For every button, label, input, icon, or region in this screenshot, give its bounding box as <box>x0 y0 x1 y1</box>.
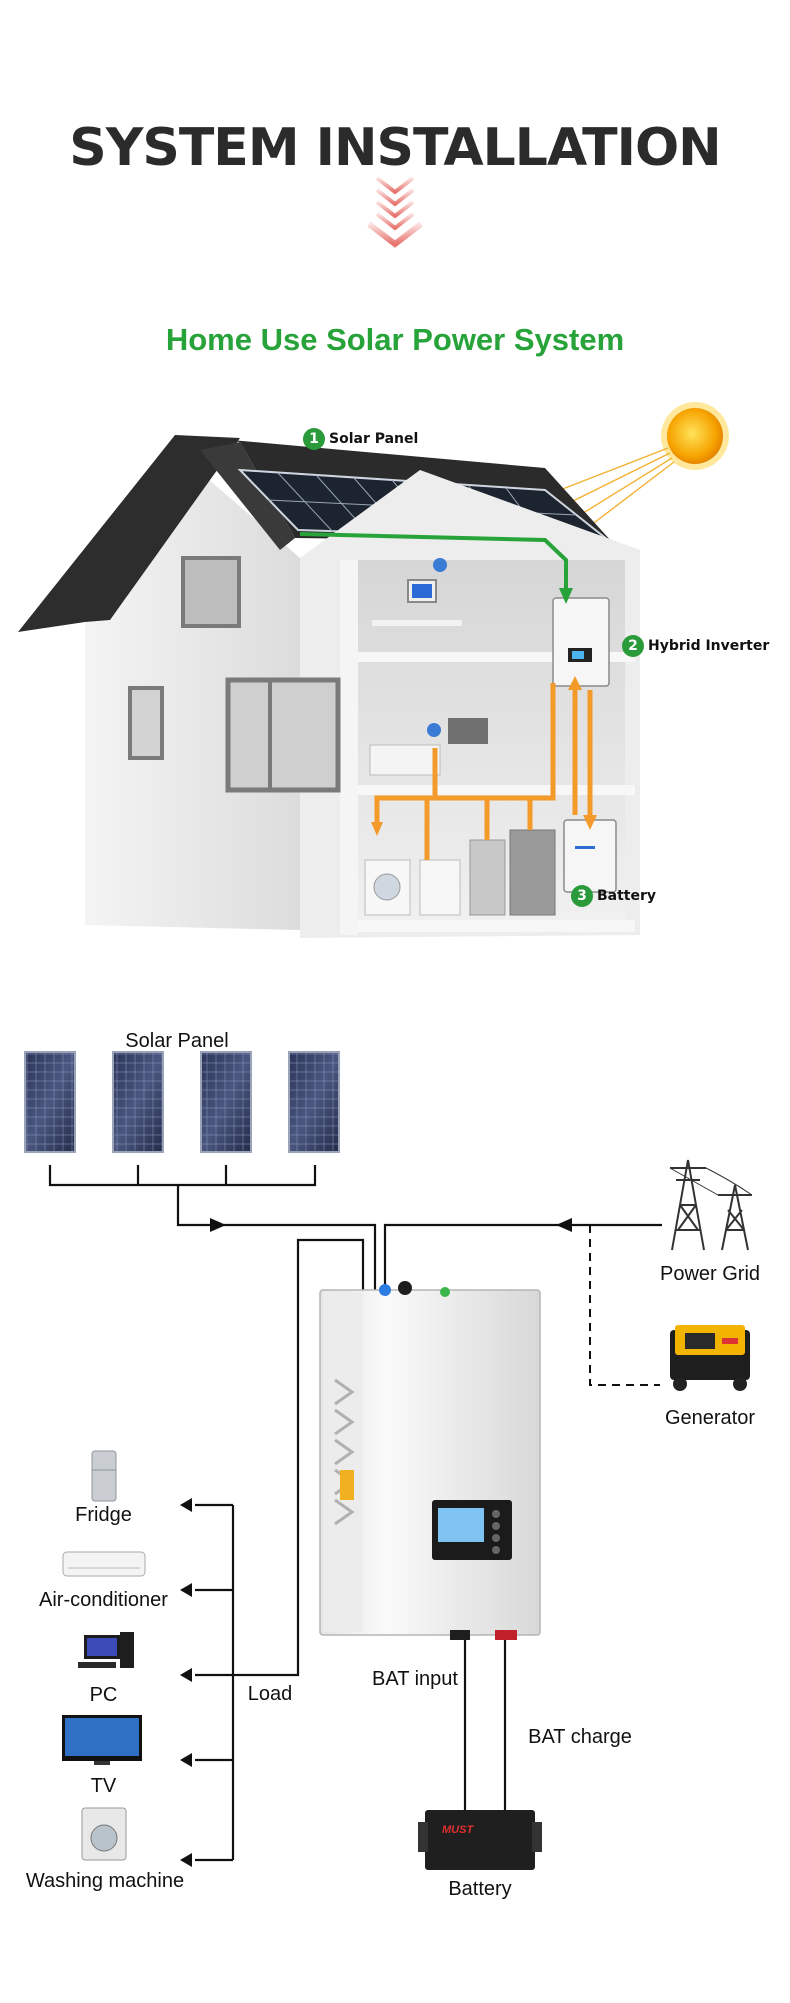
label-tv: TV <box>90 1775 117 1797</box>
label-load: Load <box>247 1683 293 1705</box>
label-fridge: Fridge <box>75 1504 132 1526</box>
power-grid-icon <box>669 1159 753 1251</box>
label-solar-panel: Solar Panel <box>125 1030 229 1052</box>
chevron-down-icon <box>367 176 423 248</box>
label-pc: PC <box>89 1684 118 1706</box>
pc-icon <box>78 1632 134 1668</box>
wiring-diagram: MUST <box>24 1051 753 1870</box>
air-conditioner-icon <box>62 1551 146 1577</box>
hybrid-inverter-icon <box>552 597 610 687</box>
solar-panel-array <box>24 1051 340 1153</box>
battery-icon: MUST <box>418 1810 542 1870</box>
label-generator: Generator <box>664 1407 756 1429</box>
battery-brand: MUST <box>442 1824 474 1836</box>
fridge-icon <box>91 1450 117 1502</box>
label-bat-charge: BAT charge <box>528 1726 632 1748</box>
label-power-grid: Power Grid <box>659 1263 761 1285</box>
callout-label: Battery <box>597 888 657 904</box>
callout-number: 3 <box>571 885 593 907</box>
page-title: SYSTEM INSTALLATION <box>69 118 721 178</box>
callout-solar-panel: 1 Solar Panel <box>303 428 418 450</box>
house-illustration <box>18 402 729 938</box>
label-bat-input: BAT input <box>372 1668 458 1690</box>
callout-number: 1 <box>303 428 325 450</box>
label-washing-machine: Washing machine <box>25 1870 185 1892</box>
inverter-unit <box>319 1281 541 1640</box>
callout-label: Hybrid Inverter <box>648 638 770 654</box>
callout-number: 2 <box>622 635 644 657</box>
sun-icon <box>559 402 729 533</box>
generator-icon <box>670 1325 750 1391</box>
callout-label: Solar Panel <box>329 431 419 447</box>
washing-machine-icon <box>81 1807 127 1861</box>
section-subtitle: Home Use Solar Power System <box>165 322 625 357</box>
tv-icon <box>62 1715 142 1765</box>
battery-icon <box>563 819 617 893</box>
callout-battery: 3 Battery <box>571 885 656 907</box>
label-air-conditioner: Air-conditioner <box>39 1589 168 1611</box>
label-battery: Battery <box>448 1878 512 1900</box>
callout-hybrid-inverter: 2 Hybrid Inverter <box>622 635 769 657</box>
